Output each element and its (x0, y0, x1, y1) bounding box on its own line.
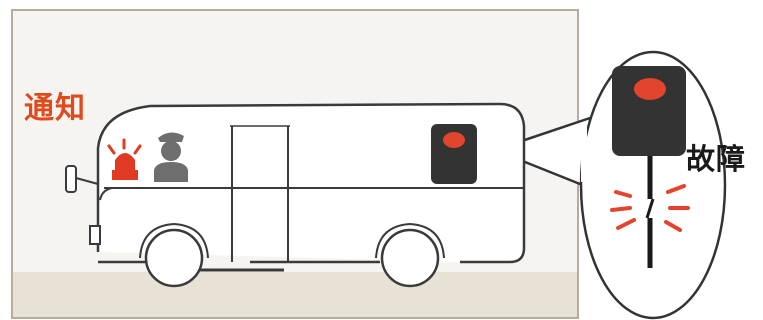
fault-ray-2 (612, 208, 630, 210)
side-mirror (66, 166, 76, 192)
driver-head (161, 141, 181, 161)
ground-strip (13, 272, 577, 317)
signal-lamp (634, 78, 666, 100)
driver-body (154, 162, 188, 182)
cabin-signal-lamp (443, 132, 465, 148)
bus-bumper (90, 226, 100, 244)
notify-label: 通知 (24, 94, 86, 124)
beacon-base (112, 170, 138, 180)
fault-label: 故障 (686, 145, 746, 174)
red-signal-indicator-icon (431, 124, 477, 184)
rear-wheel (382, 230, 438, 286)
front-wheel (146, 230, 202, 286)
